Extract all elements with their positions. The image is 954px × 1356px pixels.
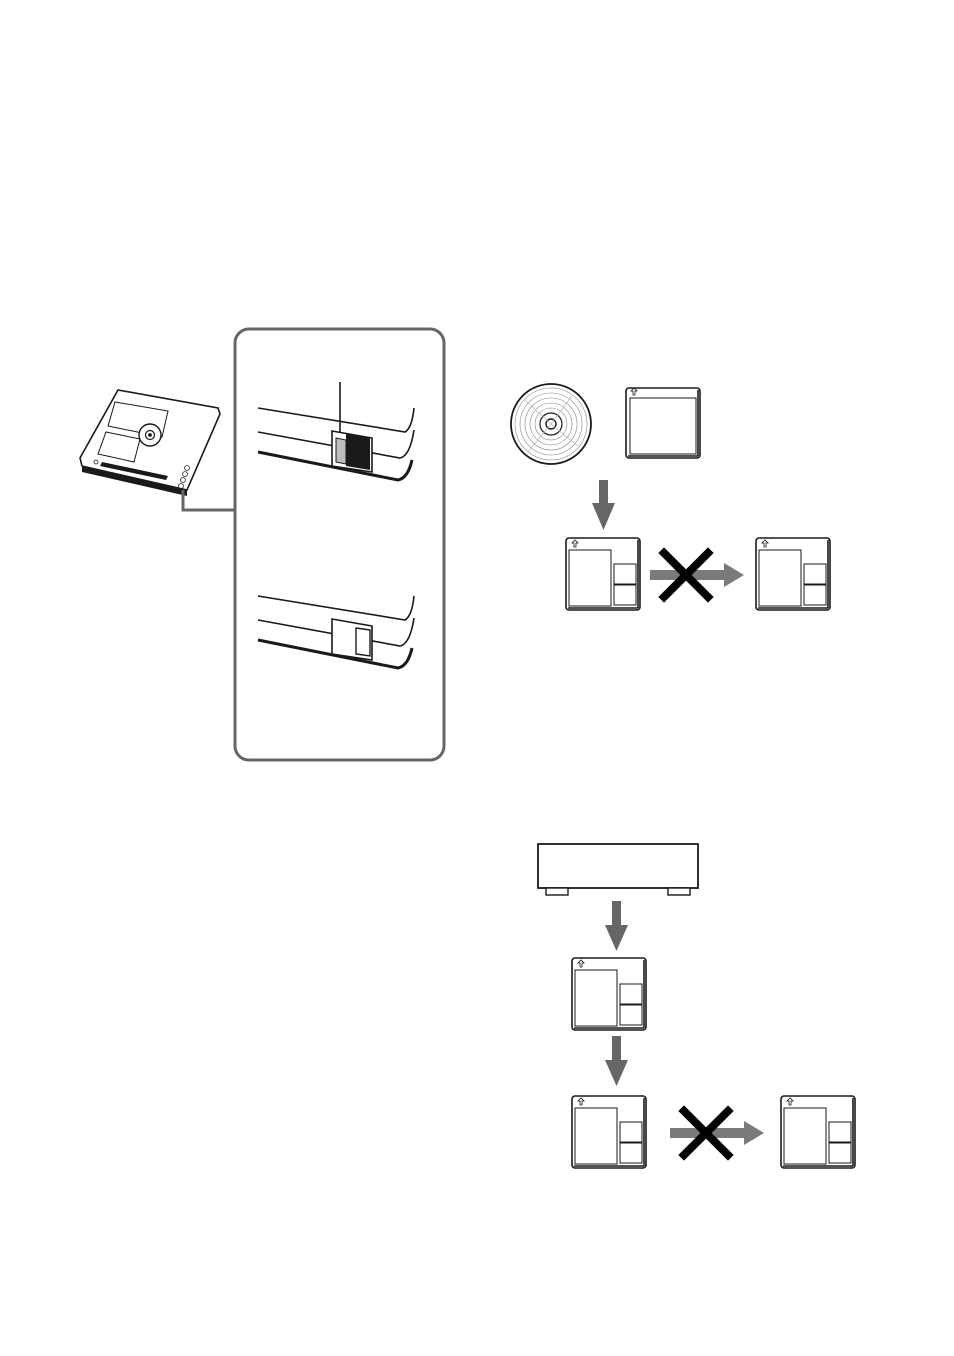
md-icon	[566, 538, 640, 610]
down-arrow	[592, 480, 615, 530]
md-icon	[756, 538, 830, 610]
md-icon	[572, 1096, 646, 1168]
md-icon	[572, 958, 646, 1030]
cd-icon	[511, 384, 591, 464]
deck-icon	[538, 844, 698, 895]
write-protect-tab-closed	[258, 596, 414, 668]
md-source-icon	[626, 388, 700, 458]
callout-connector	[183, 490, 236, 510]
down-arrow	[605, 901, 628, 951]
minidisc-icon	[80, 390, 220, 496]
down-arrow	[605, 1036, 628, 1086]
write-protect-tab-open	[258, 408, 414, 480]
md-icon	[781, 1096, 855, 1168]
